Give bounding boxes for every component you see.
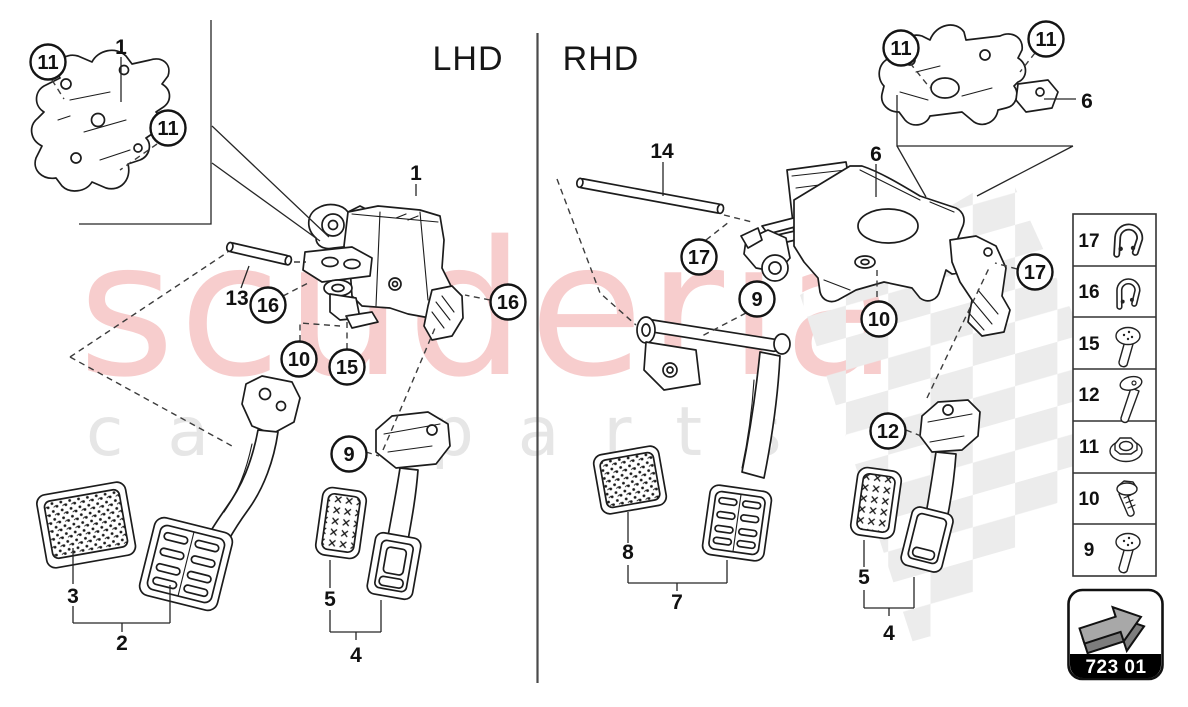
part-label: 5 [858, 566, 870, 589]
callout: 11 [882, 29, 920, 67]
part-label: 4 [883, 622, 895, 645]
lhd-brake-pad-drawing [138, 516, 234, 612]
section-code-text: 723 01 [1085, 657, 1146, 678]
part-label: 2 [116, 632, 128, 655]
fastener-table: 17 16 15 12 [1072, 213, 1157, 577]
callout: 15 [328, 348, 366, 386]
callout: 16 [489, 283, 527, 321]
callout: 16 [249, 286, 287, 324]
part-label: 13 [225, 287, 248, 310]
table-row-number: 10 [1078, 489, 1099, 510]
part-label: 6 [1081, 90, 1093, 113]
callout: 17 [680, 238, 718, 276]
lhd-part-labels: 1 1 13 3 2 5 4 [67, 36, 422, 667]
u-clip-icon [1116, 278, 1141, 310]
callout: 17 [1016, 253, 1054, 291]
part-label: 1 [410, 162, 422, 185]
callout-number: 10 [868, 309, 890, 331]
flange-bolt-icon [1116, 480, 1138, 517]
section-code-box: 723 01 [1067, 588, 1164, 681]
part-label: 1 [115, 36, 127, 59]
lhd-assembly-drawing [30, 49, 464, 612]
callout-number: 15 [336, 357, 358, 379]
lhd-main-bracket-drawing [302, 203, 464, 341]
section-header-rhd: RHD [563, 40, 640, 78]
direction-arrow-icon [1078, 605, 1146, 655]
code-band [1070, 654, 1161, 678]
callout-number: 9 [751, 289, 762, 311]
part-label: 5 [324, 588, 336, 611]
lhd-accelerator-drawing [366, 411, 451, 601]
rhd-pushrod-14-drawing [575, 177, 725, 215]
callout-number: 11 [37, 52, 58, 74]
table-row-number: 11 [1079, 437, 1100, 458]
torx-screw-icon [1115, 326, 1141, 368]
callout-number: 17 [688, 247, 710, 269]
torx-screw-icon [1115, 532, 1141, 574]
callout: 11 [1027, 20, 1065, 58]
rhd-clutch-pad-drawing [592, 445, 668, 515]
table-row-number: 17 [1078, 231, 1099, 252]
part-label: 4 [350, 644, 362, 667]
part-label: 3 [67, 585, 79, 608]
lhd-inset-bracket-drawing [30, 49, 171, 192]
rhd-brake-pad-drawing [701, 484, 773, 562]
flange-nut-icon [1109, 437, 1143, 463]
callout: 10 [860, 300, 898, 338]
rhd-assembly-drawing [575, 24, 1059, 573]
callout-number: 10 [288, 349, 310, 371]
rhd-main-bracket-drawing [740, 161, 1011, 337]
callout: 11 [29, 43, 67, 81]
lhd-pin-13-drawing [225, 241, 293, 266]
part-label: 14 [650, 140, 674, 163]
callout: 11 [149, 109, 187, 147]
rhd-brake-pedal-drawing [636, 316, 791, 479]
callout-number: 11 [157, 118, 178, 140]
rhd-accelerator-drawing [900, 399, 981, 573]
rhd-part-labels: 14 6 6 8 7 5 4 [622, 90, 1093, 645]
callout-number: 16 [257, 295, 279, 317]
rhd-pedal-cap-drawing [849, 466, 903, 540]
callout-number: 11 [890, 38, 911, 60]
callout-number: 9 [343, 444, 354, 466]
rhd-callouts: 11 11 17 17 9 10 12 [680, 20, 1065, 450]
callout: 9 [738, 280, 776, 318]
lhd-pedal-cap-drawing [314, 486, 368, 560]
table-row-number: 15 [1078, 334, 1100, 355]
u-clip-icon [1113, 223, 1144, 258]
section-header-lhd: LHD [432, 40, 503, 78]
callout-number: 16 [497, 292, 519, 314]
table-row-number: 16 [1078, 282, 1099, 303]
table-row-number: 12 [1078, 385, 1099, 406]
leader-lines [72, 20, 1076, 640]
callout-number: 11 [1035, 29, 1056, 51]
part-label: 6 [870, 143, 882, 166]
lhd-clutch-pad-drawing [36, 481, 137, 569]
pan-head-screw-icon [1119, 375, 1143, 424]
callout-number: 17 [1024, 262, 1046, 284]
callout: 9 [330, 435, 368, 473]
part-label: 7 [671, 591, 683, 614]
callout: 10 [280, 340, 318, 378]
callout: 12 [869, 412, 907, 450]
callout-number: 12 [877, 421, 899, 443]
lhd-callouts: 11 11 16 10 15 16 9 [29, 43, 527, 473]
dashed-leader-lines [51, 52, 1036, 457]
table-row-number: 9 [1084, 540, 1095, 561]
part-label: 8 [622, 541, 634, 564]
